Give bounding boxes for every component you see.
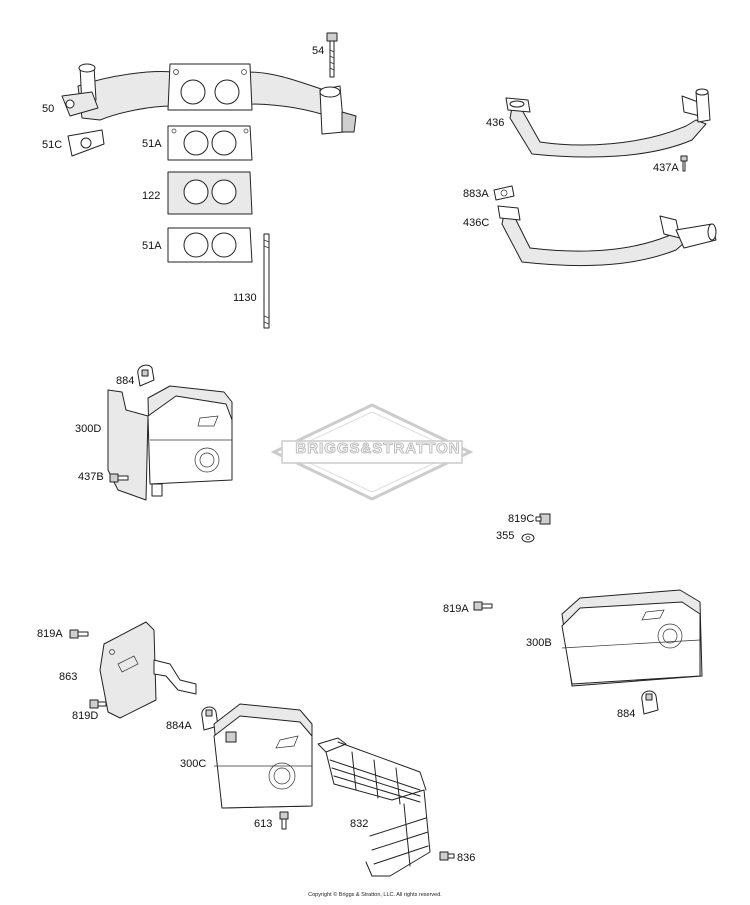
label-355: 355	[496, 530, 515, 542]
label-300b: 300B	[526, 637, 552, 649]
muffler-300b	[561, 589, 703, 687]
gasket-51c	[67, 129, 105, 157]
label-122: 122	[142, 190, 161, 202]
label-50: 50	[42, 103, 55, 115]
bolt-819d	[89, 699, 107, 709]
heat-shield-832	[317, 737, 431, 877]
clamp-884-right	[641, 690, 659, 715]
label-613: 613	[254, 818, 273, 830]
label-51a-bottom: 51A	[142, 240, 162, 252]
label-884a: 884A	[166, 720, 192, 732]
screw-613	[279, 811, 289, 830]
gasket-51a-bottom	[167, 227, 253, 263]
bolt-54	[326, 32, 338, 78]
clamp-884-top	[137, 364, 155, 387]
bracket-863	[99, 621, 197, 719]
watermark-logo	[270, 403, 474, 501]
label-884-right: 884	[617, 708, 636, 720]
exhaust-pipe-436	[505, 88, 711, 158]
label-51c: 51C	[42, 139, 63, 151]
bolt-819a-right	[473, 601, 493, 611]
label-300c: 300C	[180, 758, 207, 770]
bolt-819c	[535, 513, 551, 525]
exhaust-pipe-436c	[497, 205, 717, 267]
label-883a: 883A	[463, 188, 489, 200]
label-1130: 1130	[233, 292, 257, 304]
label-300d: 300D	[75, 423, 102, 435]
washer-355	[521, 533, 535, 543]
label-436: 436	[486, 117, 505, 129]
stud-1130	[263, 233, 270, 329]
label-437b: 437B	[78, 471, 104, 483]
label-863: 863	[59, 671, 78, 683]
label-51a-top: 51A	[142, 138, 162, 150]
label-819a-right: 819A	[443, 603, 469, 615]
label-54: 54	[312, 45, 325, 57]
label-437a: 437A	[653, 162, 679, 174]
bolt-836	[439, 851, 455, 861]
copyright-notice: Copyright © Briggs & Stratton, LLC. All …	[308, 892, 442, 898]
watermark-text: BRIGGS&STRATTON	[295, 440, 461, 458]
intake-manifold	[61, 63, 357, 135]
screw-437a	[680, 155, 688, 172]
bolt-437b	[109, 473, 129, 483]
bolt-819a-left	[69, 629, 89, 639]
gasket-51a-top	[167, 125, 253, 161]
label-819c: 819C	[508, 513, 535, 525]
muffler-300c	[213, 703, 313, 809]
spacer-122	[167, 171, 253, 215]
gasket-883a	[493, 185, 515, 201]
label-819d: 819D	[72, 710, 99, 722]
label-884-top: 884	[116, 375, 135, 387]
label-836: 836	[457, 852, 476, 864]
label-819a-left: 819A	[37, 628, 63, 640]
muffler-300d	[107, 385, 233, 501]
label-436c: 436C	[463, 217, 490, 229]
label-832: 832	[350, 818, 369, 830]
